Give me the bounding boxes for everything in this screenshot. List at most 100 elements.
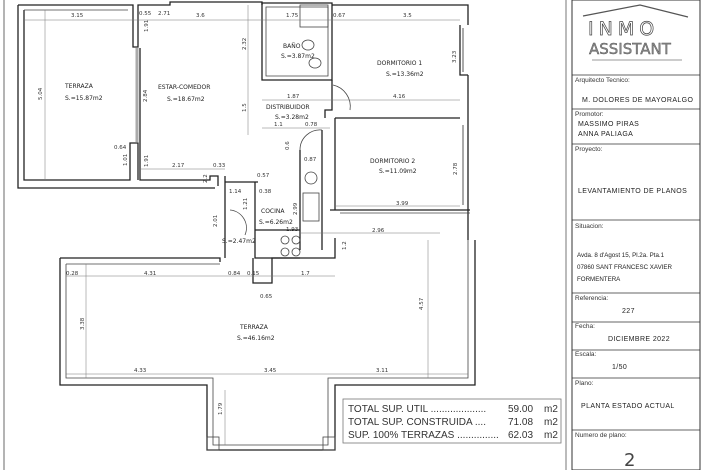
room-name: DORMITORIO 2: [370, 158, 415, 165]
plan-label: Plano:: [575, 380, 594, 387]
promoter-label: Promotor:: [575, 111, 604, 118]
dim-label: 2.32: [242, 38, 248, 50]
room-area: S.=18.67m2: [167, 96, 205, 103]
promoter-name: MASSIMO PIRAS: [578, 121, 639, 128]
dim-label: 0.64: [114, 145, 127, 151]
room-area: S.=2.47m2: [222, 238, 256, 245]
dim-label: 4.33: [134, 368, 147, 374]
date-label: Fecha:: [575, 323, 595, 330]
title-block: INMO ASSISTANT Arquitecto Tecnico: M. DO…: [565, 0, 701, 470]
dim-label: 2.71: [158, 11, 170, 17]
dim-label: 5.04: [38, 87, 44, 100]
dim-label: 3.45: [264, 368, 277, 374]
logo-text-bottom: ASSISTANT: [589, 40, 672, 58]
dimension-lines: [24, 5, 468, 445]
dim-label: 1.14: [229, 189, 242, 195]
location-line: 07860 SANT FRANCESC XAVIER: [577, 264, 673, 271]
dim-label: 2.99: [293, 202, 299, 215]
dim-label: 0.55: [139, 11, 152, 17]
scale-label: Escala:: [575, 351, 597, 358]
location-line: Avda. 8 d'Agost 15, Pl.2a. Pta.1: [577, 252, 665, 259]
room-name: DORMITORIO 1: [377, 60, 422, 67]
summary-value: 71.08: [508, 417, 533, 428]
summary-unit: m2: [544, 404, 558, 415]
room-area: S.=3.28m2: [275, 114, 309, 121]
reference-label: Referencia:: [575, 295, 608, 302]
dim-label: 3.15: [71, 13, 84, 19]
dim-label: 1.91: [144, 155, 150, 167]
dim-label: 0.38: [259, 189, 272, 195]
room-area: S.=13.36m2: [386, 71, 424, 78]
plan-number-label: Numero de plano:: [575, 432, 627, 439]
dim-label: 3.5: [403, 13, 412, 19]
room-area: S.=11.09m2: [379, 168, 417, 175]
architect-name: M. DOLORES DE MAYORALGO: [582, 97, 694, 104]
location-label: Situacion:: [575, 223, 604, 230]
summary-unit: m2: [544, 417, 558, 428]
summary-value: 59.00: [508, 404, 533, 415]
room-name: ESTAR-COMEDOR: [158, 84, 210, 91]
location-line: FORMENTERA: [577, 276, 621, 283]
dim-label: 2.2: [203, 174, 209, 183]
dim-label: 0.78: [305, 122, 318, 128]
promoter-name: ANNA PALIAGA: [578, 131, 633, 138]
reference-value: 227: [622, 308, 635, 315]
dim-label: 1.93: [286, 227, 299, 233]
room-area: S.=6.26m2: [259, 219, 293, 226]
dim-label: 4.31: [144, 271, 156, 277]
logo-text-top: INMO: [588, 18, 659, 40]
dim-label: 1.75: [286, 13, 299, 19]
dim-label: 0.33: [213, 163, 226, 169]
room-area: S.=46.16m2: [237, 335, 275, 342]
dim-label: 0.84: [228, 271, 241, 277]
dim-label: 0.57: [257, 173, 270, 179]
dim-label: 1.21: [243, 198, 249, 210]
room-name: DISTRIBUIDOR: [266, 104, 310, 111]
room-area: S.=15.87m2: [65, 95, 103, 102]
room-name: BAÑO: [283, 43, 301, 50]
dim-label: 3.99: [396, 201, 409, 207]
summary-label: SUP. 100% TERRAZAS ...............: [348, 430, 499, 441]
room-name: TERRAZA: [239, 324, 269, 331]
dim-label: 0.87: [304, 157, 317, 163]
dim-label: 1.5: [242, 103, 248, 112]
project-label: Proyecto:: [575, 146, 603, 153]
dim-label: 0.15: [247, 271, 260, 277]
dim-label: 3.23: [452, 50, 458, 63]
dim-label: 4.57: [419, 297, 425, 310]
dim-label: 1.91: [144, 20, 150, 32]
summary-label: TOTAL SUP. CONSTRUIDA ....: [348, 417, 486, 428]
dim-label: 0.28: [66, 271, 79, 277]
project-value: LEVANTAMIENTO DE PLANOS: [578, 188, 687, 195]
room-name: COCINA: [261, 208, 285, 215]
summary-unit: m2: [544, 430, 558, 441]
dim-label: 0.67: [333, 13, 346, 19]
scale-value: 1/50: [612, 364, 627, 371]
dim-label: 2.01: [213, 215, 219, 227]
dim-label: 1.01: [123, 154, 129, 166]
date-value: DICIEMBRE 2022: [608, 336, 670, 343]
room-labels: TERRAZA S.=15.87m2 ESTAR-COMEDOR S.=18.6…: [64, 43, 424, 342]
summary-value: 62.03: [508, 430, 533, 441]
walls: [17, 1, 476, 451]
dim-label: 3.6: [196, 13, 205, 19]
dim-label: 4.16: [393, 94, 406, 100]
dim-label: 1.79: [218, 402, 224, 415]
dim-label: 0.6: [285, 141, 291, 150]
summary-label: TOTAL SUP. UTIL ....................: [348, 404, 486, 415]
dim-label: 1.1: [274, 122, 283, 128]
dim-label: 1.7: [301, 271, 310, 277]
dim-label: 0.65: [260, 294, 273, 300]
dim-label: 2.78: [453, 162, 459, 175]
plan-value: PLANTA ESTADO ACTUAL: [581, 403, 675, 410]
plan-number-value: 2: [624, 450, 635, 470]
dim-label: 3.11: [376, 368, 388, 374]
dim-label: 3.38: [80, 317, 86, 330]
surface-summary: TOTAL SUP. UTIL .................... 59.…: [342, 398, 562, 444]
dim-label: 2.84: [143, 89, 149, 102]
dim-label: 2.96: [372, 228, 385, 234]
dim-label: 2.17: [172, 163, 185, 169]
architect-label: Arquitecto Tecnico:: [575, 77, 630, 84]
dim-label: 1.87: [287, 94, 300, 100]
